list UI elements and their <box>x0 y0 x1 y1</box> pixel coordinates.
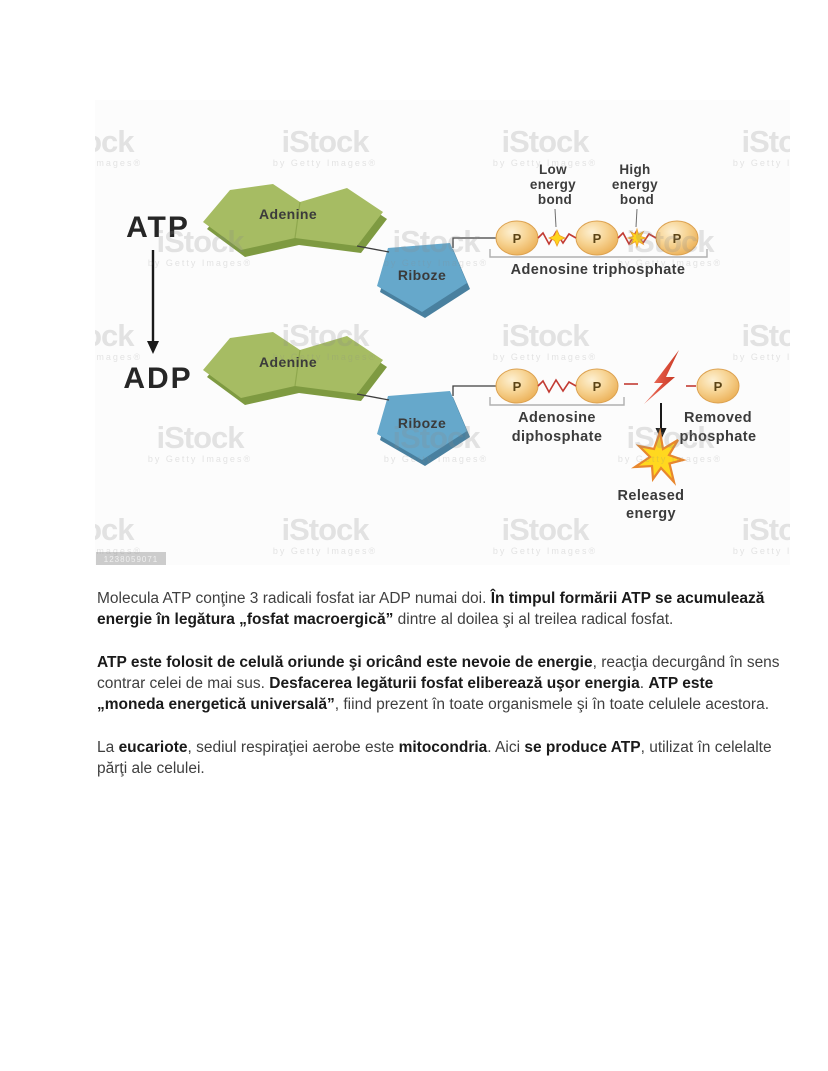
paragraph-2: ATP este folosit de celulă oriunde şi or… <box>97 652 781 715</box>
atp-p2-label: P <box>593 231 602 246</box>
high-energy-line2: energy <box>612 177 658 192</box>
text-run-bold: eucariote <box>118 739 188 756</box>
low-energy-bond-label: Low energy bond <box>530 162 580 207</box>
atp-to-adp-arrowhead <box>147 341 159 354</box>
atp-adp-diagram: ATP Adenine Riboze Low energy bond High … <box>96 162 757 565</box>
diphosphate-bracket <box>489 397 625 406</box>
released-energy-burst-icon <box>631 427 687 486</box>
atp-adp-figure: ATP Adenine Riboze Low energy bond High … <box>95 100 790 565</box>
high-energy-line1: High <box>619 162 650 177</box>
text-run-bold: ATP este folosit de celulă oriunde şi or… <box>97 654 593 671</box>
removed-phosphate-line2: phosphate <box>680 429 757 445</box>
low-energy-leader-line <box>554 208 557 228</box>
atp-riboze-label: Riboze <box>398 267 446 283</box>
text-run-bold: ATP este „moneda energetică universală” <box>97 675 714 713</box>
released-energy-line2: energy <box>626 506 676 522</box>
text-run: . Aici <box>487 739 525 756</box>
diphosphate-label-line2: diphosphate <box>512 429 603 445</box>
adp-label: ADP <box>123 362 192 395</box>
text-run-bold: se produce ATP <box>524 739 641 756</box>
adp-bond-zigzag <box>537 378 577 394</box>
adp-adenine-label: Adenine <box>259 354 317 370</box>
triphosphate-bracket <box>489 249 708 258</box>
paragraph-1: Molecula ATP conţine 3 radicali fosfat i… <box>97 588 781 630</box>
atp-molecule-shapes <box>202 183 497 319</box>
article: Molecula ATP conţine 3 radicali fosfat i… <box>97 588 781 801</box>
text-run: dintre al doilea şi al treilea radical f… <box>393 611 674 628</box>
high-energy-leader-line <box>635 208 638 228</box>
text-run-bold: Desfacerea legăturii fosfat eliberează u… <box>269 675 640 692</box>
low-energy-line1: Low <box>539 162 567 177</box>
text-run-bold: mitocondria <box>398 739 488 756</box>
low-energy-line3: bond <box>538 192 572 207</box>
adp-p1-label: P <box>513 379 522 394</box>
text-run: La <box>97 739 119 756</box>
low-energy-spark-icon <box>548 229 566 247</box>
text-run: , utilizat în celelalte părţi ale celule… <box>97 739 772 777</box>
high-energy-bond-label: High energy bond <box>612 162 662 207</box>
credit-tag <box>96 552 166 565</box>
credit-id: 1238059071 <box>104 555 159 564</box>
adp-p2-label: P <box>593 379 602 394</box>
high-energy-line3: bond <box>620 192 654 207</box>
adp-molecule-shapes <box>202 331 497 467</box>
text-run: , sediul respiraţiei aerobe este <box>187 739 399 756</box>
atp-label: ATP <box>126 211 190 244</box>
text-run: . <box>639 675 649 692</box>
text-run: Molecula ATP conţine 3 radicali fosfat i… <box>97 590 491 607</box>
triphosphate-label: Adenosine triphosphate <box>511 262 686 278</box>
removed-phosphate-line1: Removed <box>684 410 752 426</box>
paragraph-3: La eucariote, sediul respiraţiei aerobe … <box>97 737 781 779</box>
lightning-bolt-icon <box>644 350 679 404</box>
low-energy-line2: energy <box>530 177 576 192</box>
diphosphate-label-line1: Adenosine <box>518 410 596 426</box>
adp-riboze-label: Riboze <box>398 415 446 431</box>
text-run: , fiind prezent în toate organismele şi … <box>334 696 770 713</box>
atp-adenine-label: Adenine <box>259 206 317 222</box>
removed-p-label: P <box>714 379 723 394</box>
released-energy-line1: Released <box>618 488 685 504</box>
atp-p3-label: P <box>673 231 682 246</box>
text-run-bold: În timpul formării ATP se acumulează ene… <box>97 590 765 628</box>
removed-phosphate-sphere <box>696 368 740 404</box>
high-energy-spark-icon <box>626 227 648 249</box>
atp-p1-label: P <box>513 231 522 246</box>
text-run: , reacţia decurgând în sens contrar cele… <box>97 654 780 692</box>
